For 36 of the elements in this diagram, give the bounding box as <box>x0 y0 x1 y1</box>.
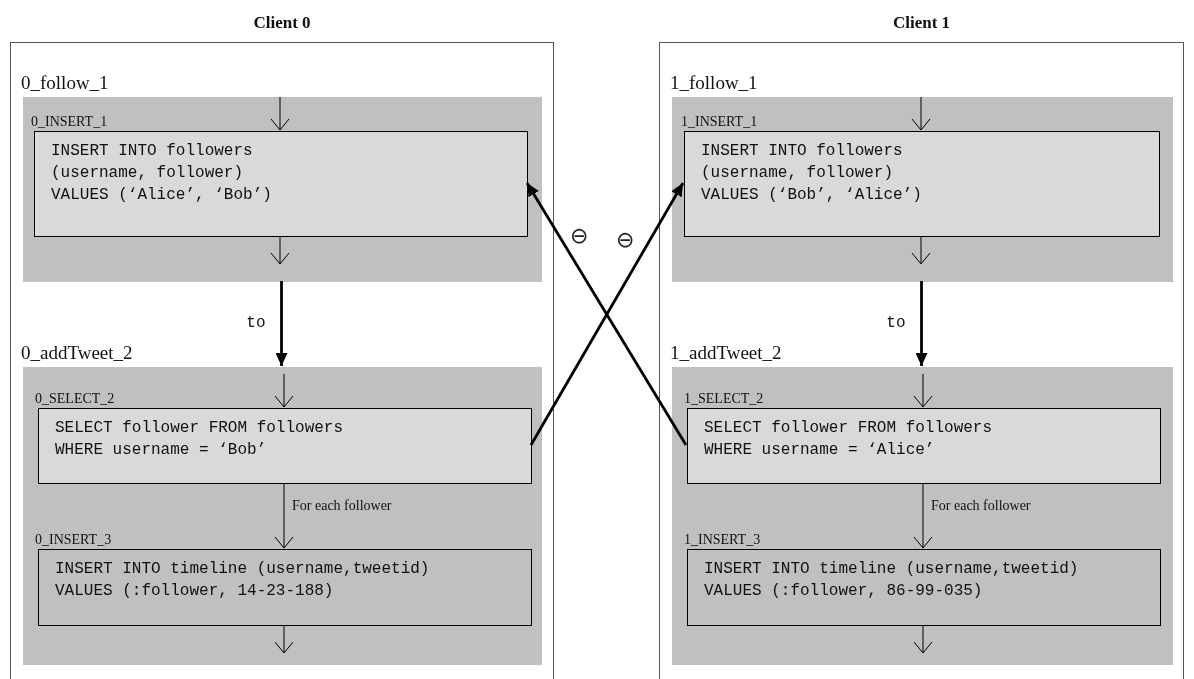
query-heading: 1_INSERT_3 <box>684 532 761 548</box>
group-heading: 1_follow_1 <box>670 72 758 94</box>
edge-label: For each follower <box>931 497 1031 514</box>
query-heading: 0_SELECT_2 <box>35 391 115 407</box>
arrow <box>274 482 294 549</box>
arrow <box>270 96 290 131</box>
arrow <box>913 624 933 654</box>
arrow <box>911 235 931 265</box>
arrow <box>274 373 294 408</box>
arrow <box>270 235 290 265</box>
conflict-symbol: ⊖ <box>570 224 589 248</box>
edge-label: to <box>246 313 266 332</box>
query-heading: 0_INSERT_1 <box>31 114 108 130</box>
sql-text: INSERT INTO followers (username, follower) VALUES (‘Alice’, ‘Bob’) <box>51 141 273 206</box>
panel-heading: Client 1 <box>891 13 952 33</box>
arrow <box>274 624 294 654</box>
arrow <box>911 96 931 131</box>
group-heading: 0_addTweet_2 <box>21 342 133 364</box>
sql-text: INSERT INTO timeline (username,tweetid) VALUES (:follower, 14-23-188) <box>55 559 431 602</box>
group-heading: 0_follow_1 <box>21 72 109 94</box>
arrow <box>913 373 933 408</box>
sql-text: INSERT INTO timeline (username,tweetid) VALUES (:follower, 86-99-035) <box>704 559 1080 602</box>
conflict-symbol: ⊖ <box>616 228 635 252</box>
arrow <box>275 281 288 366</box>
sql-text: SELECT follower FROM followers WHERE username = ‘Bob’ <box>55 418 345 461</box>
group-heading: 1_addTweet_2 <box>670 342 782 364</box>
sql-text: SELECT follower FROM followers WHERE username = ‘Alice’ <box>704 418 994 461</box>
query-heading: 1_SELECT_2 <box>684 391 764 407</box>
query-heading: 1_INSERT_1 <box>681 114 758 130</box>
arrow <box>915 281 928 366</box>
query-heading: 0_INSERT_3 <box>35 532 112 548</box>
edge-label: to <box>886 313 906 332</box>
sql-text: INSERT INTO followers (username, follower) VALUES (‘Bob’, ‘Alice’) <box>701 141 923 206</box>
arrow <box>913 482 933 549</box>
edge-label: For each follower <box>292 497 392 514</box>
panel-heading: Client 0 <box>252 13 312 33</box>
